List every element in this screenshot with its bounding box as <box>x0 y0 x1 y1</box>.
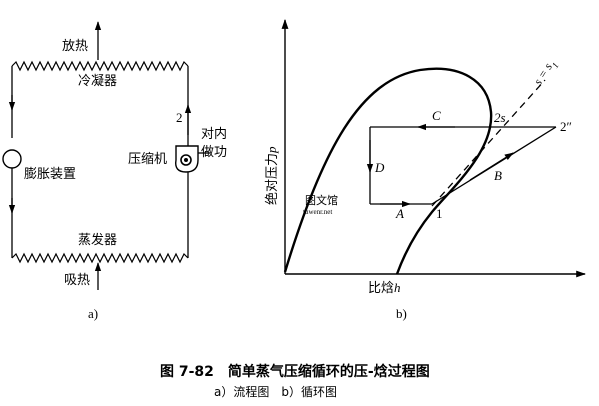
flow-diagram: 放热 冷凝器 2 对内 做功 压缩机 膨胀装置 蒸发器 吸热 a) <box>2 21 227 321</box>
watermark-text-2: tuwenr.net <box>303 208 332 216</box>
cycle-diagram: 绝对压力p 比焓h s = s1 2s 2″ 1 A B C D b) 图文馆 … <box>264 19 586 321</box>
evaporator-coil <box>11 252 189 264</box>
watermark-text-1: 图文馆 <box>305 193 338 207</box>
subfigure-b-label: b) <box>396 306 407 321</box>
condenser-coil <box>11 60 189 72</box>
process-D-label: D <box>374 160 385 175</box>
isentrope-line <box>431 79 546 207</box>
state-point-2-label: 2 <box>176 110 183 125</box>
work-input-label-1: 对内 <box>201 126 227 142</box>
evaporator-label: 蒸发器 <box>78 232 117 248</box>
saturation-dome <box>283 67 493 275</box>
point-1-label: 1 <box>436 206 443 221</box>
process-A-label: A <box>395 206 404 221</box>
expansion-valve-icon <box>2 149 22 169</box>
heat-release-label: 放热 <box>62 39 88 54</box>
figure-subtitle: a）流程图 b）循环图 <box>214 384 337 399</box>
work-input-label-2: 做功 <box>201 145 227 160</box>
process-B-arrow <box>469 152 514 181</box>
process-C-label: C <box>432 108 441 123</box>
condenser-label: 冷凝器 <box>78 73 117 89</box>
subfigure-a-label: a) <box>88 306 98 321</box>
compressor-label: 压缩机 <box>128 151 167 167</box>
point-2pp-label: 2″ <box>560 119 572 134</box>
expansion-device-label: 膨胀装置 <box>24 167 76 182</box>
y-axis-label: 绝对压力p <box>264 146 280 205</box>
heat-absorb-label: 吸热 <box>64 273 90 288</box>
isentrope-label: s = s1 <box>531 56 561 89</box>
compressor-icon <box>175 145 199 173</box>
x-axis-label: 比焓h <box>368 280 401 296</box>
process-B-label: B <box>494 168 502 183</box>
point-2s-label: 2s <box>494 110 506 125</box>
figure-title: 图 7-82 简单蒸气压缩循环的压-焓过程图 <box>160 363 430 380</box>
